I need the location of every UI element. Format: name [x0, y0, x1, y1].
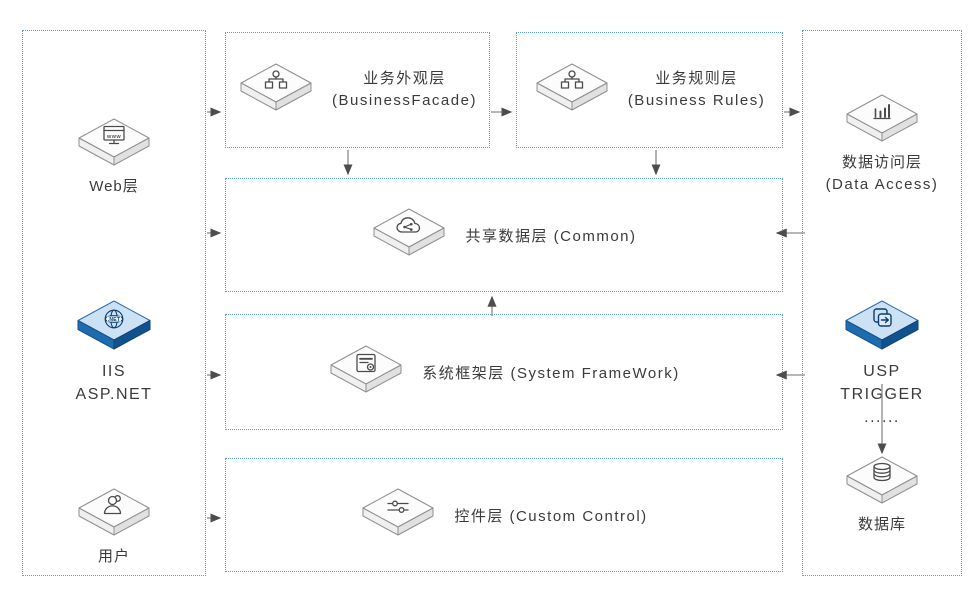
- node-database: 数据库: [802, 454, 962, 536]
- layer-box-business-facade: 业务外观层 (BusinessFacade): [225, 32, 490, 148]
- layer-title: 系统框架层 (System FrameWork): [422, 364, 680, 382]
- node-label: 数据库: [857, 516, 906, 533]
- database-icon: [846, 456, 918, 504]
- layer-subtitle: (Business Rules): [627, 92, 766, 109]
- node-label-line3: ......: [864, 409, 900, 427]
- node-label-line2: TRIGGER: [840, 386, 924, 404]
- node-usp-trigger: USP TRIGGER ......: [802, 298, 962, 430]
- right-column: 数据访问层 (Data Access) USP TRIGGER ......: [802, 30, 962, 576]
- user-icon: [78, 488, 150, 536]
- node-label-line1: IIS: [101, 363, 127, 380]
- layer-title: 控件层 (Custom Control): [454, 507, 648, 525]
- node-iis-aspnet: .NET IIS ASP.NET: [22, 298, 206, 406]
- layer-title: 业务规则层: [655, 69, 738, 87]
- node-user: 用户: [22, 486, 206, 568]
- node-label: 用户: [97, 548, 130, 565]
- dotnet-globe-icon: .NET: [77, 300, 151, 350]
- hierarchy-icon: [536, 63, 608, 111]
- sliders-icon: [362, 488, 434, 536]
- left-column: WWW Web层 .NET IIS AS: [22, 30, 206, 576]
- layer-title: 业务外观层: [363, 69, 446, 87]
- layer-box-common: 共享数据层 (Common): [225, 178, 783, 292]
- svg-text:.NET: .NET: [108, 317, 121, 323]
- node-label-line1: USP: [863, 363, 901, 380]
- bar-chart-icon: [846, 94, 918, 142]
- node-data-access: 数据访问层 (Data Access): [802, 92, 962, 196]
- layer-title: 共享数据层 (Common): [465, 227, 637, 245]
- layer-subtitle: (BusinessFacade): [332, 92, 477, 109]
- hierarchy-icon: [240, 63, 312, 111]
- node-label-line2: (Data Access): [825, 175, 939, 193]
- svg-text:WWW: WWW: [107, 134, 121, 139]
- browser-monitor-icon: WWW: [78, 118, 150, 166]
- node-label-line1: 数据访问层: [841, 154, 922, 171]
- node-web: WWW Web层: [22, 116, 206, 198]
- layer-box-business-rules: 业务规则层 (Business Rules): [516, 32, 783, 148]
- node-label-line2: ASP.NET: [75, 386, 153, 404]
- cloud-share-icon: [373, 208, 445, 256]
- node-label: Web层: [89, 178, 139, 195]
- layer-box-custom-control: 控件层 (Custom Control): [225, 458, 783, 572]
- document-icon: [330, 345, 402, 393]
- transfer-squares-icon: [845, 300, 919, 350]
- layer-box-system-framework: 系统框架层 (System FrameWork): [225, 314, 783, 430]
